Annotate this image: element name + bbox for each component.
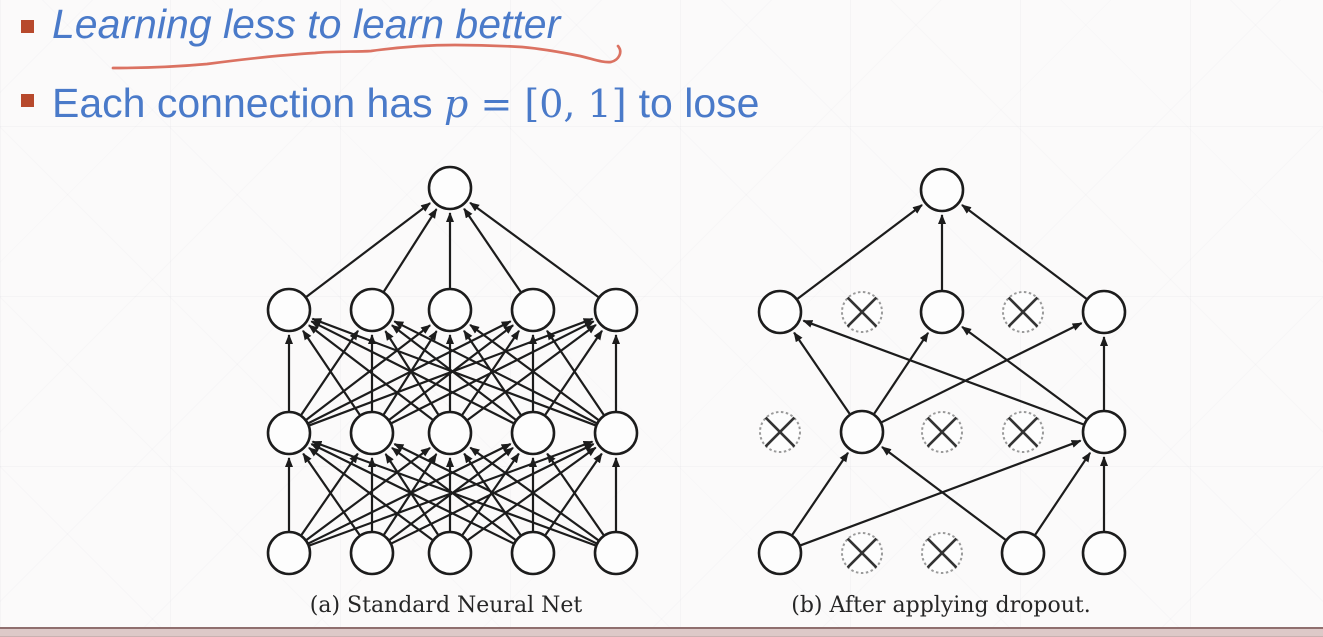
fig-b-hidden2-neuron-4-dropped xyxy=(1002,291,1044,333)
fig-b-hidden1-neuron-2 xyxy=(839,409,885,455)
fig-b-hidden1-neuron-3-dropped xyxy=(921,411,963,453)
fig-a-input-neuron-2 xyxy=(349,530,395,576)
fig-b-input-neuron-4 xyxy=(1000,530,1046,576)
connection-arrow xyxy=(961,326,1087,420)
connection-arrow xyxy=(544,452,603,536)
fig-b-output-neuron-1 xyxy=(919,167,965,213)
fig-b-hidden1-neuron-1-dropped xyxy=(759,411,801,453)
connection-arrow xyxy=(791,451,849,536)
fig-b-input-neuron-2-dropped xyxy=(841,532,883,574)
fig-a-hidden2-neuron-4 xyxy=(510,287,556,333)
connection-arrow xyxy=(881,322,1083,424)
connection-arrow xyxy=(305,447,431,541)
connection-arrow xyxy=(393,320,597,425)
connection-arrow xyxy=(305,324,431,421)
connection-arrow xyxy=(802,319,1084,426)
bullet-learning-less: Learning less to learn better xyxy=(52,1,561,47)
fig-a-hidden1-neuron-4 xyxy=(510,410,556,456)
connection-arrow xyxy=(793,331,851,415)
bullet-each-connection: Each connection has p = [0, 1] to lose xyxy=(52,79,759,128)
dropped-x-icon xyxy=(926,416,958,448)
figure-a-caption: (a) Standard Neural Net xyxy=(309,593,583,618)
math-equals-interval: = [0, 1] xyxy=(468,82,639,126)
connection-arrow xyxy=(469,324,599,421)
connection-arrow xyxy=(873,331,930,415)
fig-a-output-neuron-1 xyxy=(427,165,473,211)
connection-arrow xyxy=(461,452,520,536)
figure-b-network xyxy=(757,167,1127,576)
connection-arrow xyxy=(311,317,596,427)
connection-arrow xyxy=(467,446,597,541)
fig-b-hidden1-neuron-5 xyxy=(1081,409,1127,455)
connection-arrow xyxy=(310,443,514,545)
fig-a-input-neuron-4 xyxy=(510,530,556,576)
connection-arrow xyxy=(469,446,599,541)
connection-arrow xyxy=(881,446,1007,541)
connection-arrow xyxy=(463,329,522,416)
connection-arrow xyxy=(383,453,438,536)
connection-arrow xyxy=(310,320,514,425)
footer-accent-line xyxy=(0,627,1323,629)
connection-arrow xyxy=(300,452,359,536)
connection-arrow xyxy=(382,330,438,415)
dropped-x-icon xyxy=(846,296,878,328)
bullet-text-suffix: to lose xyxy=(638,80,760,126)
fig-b-input-neuron-3-dropped xyxy=(921,532,963,574)
connection-arrow xyxy=(1034,451,1092,536)
connection-arrow xyxy=(546,452,605,536)
dropped-x-icon xyxy=(846,537,878,569)
dropped-x-icon xyxy=(1007,296,1039,328)
fig-a-hidden2-neuron-2 xyxy=(349,287,395,333)
bullet-square-icon xyxy=(21,20,34,33)
dropped-x-icon xyxy=(764,416,796,448)
fig-b-hidden2-neuron-5 xyxy=(1081,289,1127,335)
connection-arrow xyxy=(463,452,522,536)
connection-arrow xyxy=(302,329,361,416)
connection-arrow xyxy=(467,324,597,421)
connection-arrow xyxy=(461,329,520,416)
connection-arrow xyxy=(311,440,596,547)
figure-b-caption: (b) After applying dropout. xyxy=(791,593,1091,618)
fig-a-hidden2-neuron-3 xyxy=(427,287,473,333)
fig-b-hidden2-neuron-1 xyxy=(757,289,803,335)
fig-a-hidden2-neuron-5 xyxy=(593,287,639,333)
connection-arrow xyxy=(393,443,597,545)
fig-a-hidden1-neuron-2 xyxy=(349,410,395,456)
fig-a-hidden1-neuron-1 xyxy=(266,410,312,456)
fig-b-hidden1-neuron-4-dropped xyxy=(1002,411,1044,453)
figure-a-network xyxy=(266,165,639,576)
fig-a-hidden2-neuron-1 xyxy=(266,287,312,333)
connection-arrow xyxy=(302,452,361,536)
connection-arrow xyxy=(308,447,434,541)
connection-arrow xyxy=(961,204,1088,300)
connection-arrow xyxy=(544,329,603,416)
math-variable-p: p xyxy=(444,82,469,126)
connection-arrow xyxy=(796,204,923,300)
connection-arrow xyxy=(305,202,431,298)
connection-arrow xyxy=(469,201,599,298)
connection-arrow xyxy=(308,324,434,421)
fig-a-hidden1-neuron-3 xyxy=(427,410,473,456)
fig-a-input-neuron-3 xyxy=(427,530,473,576)
fig-a-hidden1-neuron-5 xyxy=(593,410,639,456)
fig-a-input-neuron-1 xyxy=(266,530,312,576)
footer-band xyxy=(0,629,1323,637)
connection-arrow xyxy=(800,439,1082,547)
dropped-x-icon xyxy=(1007,416,1039,448)
fig-b-input-neuron-5 xyxy=(1081,530,1127,576)
bullet-square-icon xyxy=(21,94,34,107)
connection-arrow xyxy=(463,207,522,293)
connection-arrow xyxy=(300,329,359,416)
connection-arrow xyxy=(546,329,605,416)
fig-b-hidden2-neuron-2-dropped xyxy=(841,291,883,333)
fig-a-input-neuron-5 xyxy=(593,530,639,576)
fig-b-hidden2-neuron-3 xyxy=(919,289,965,335)
bullet-text-prefix: Each connection has xyxy=(52,80,445,126)
fig-b-input-neuron-1 xyxy=(757,530,803,576)
connection-arrow xyxy=(382,208,438,293)
dropped-x-icon xyxy=(926,537,958,569)
